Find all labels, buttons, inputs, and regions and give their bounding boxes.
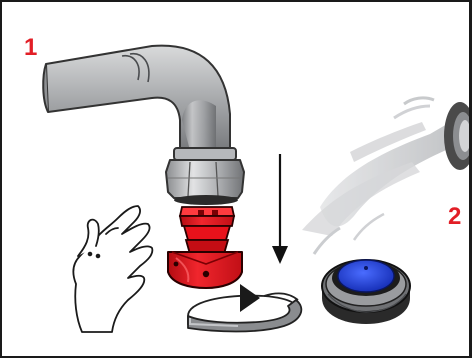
- faucet-outlet-faded-icon: [444, 102, 472, 170]
- step-number-1: 1: [24, 36, 37, 60]
- rotate-arrow-icon: [188, 284, 301, 332]
- aerator-key-icon: [168, 207, 242, 288]
- faucet-spout-icon: [43, 46, 244, 205]
- arrow-down-icon: [272, 154, 288, 264]
- aerator-insert-icon: [322, 260, 410, 324]
- step-number-2: 2: [448, 205, 461, 229]
- water-spray-icon: [302, 98, 460, 254]
- hand-outline-icon: [73, 206, 152, 332]
